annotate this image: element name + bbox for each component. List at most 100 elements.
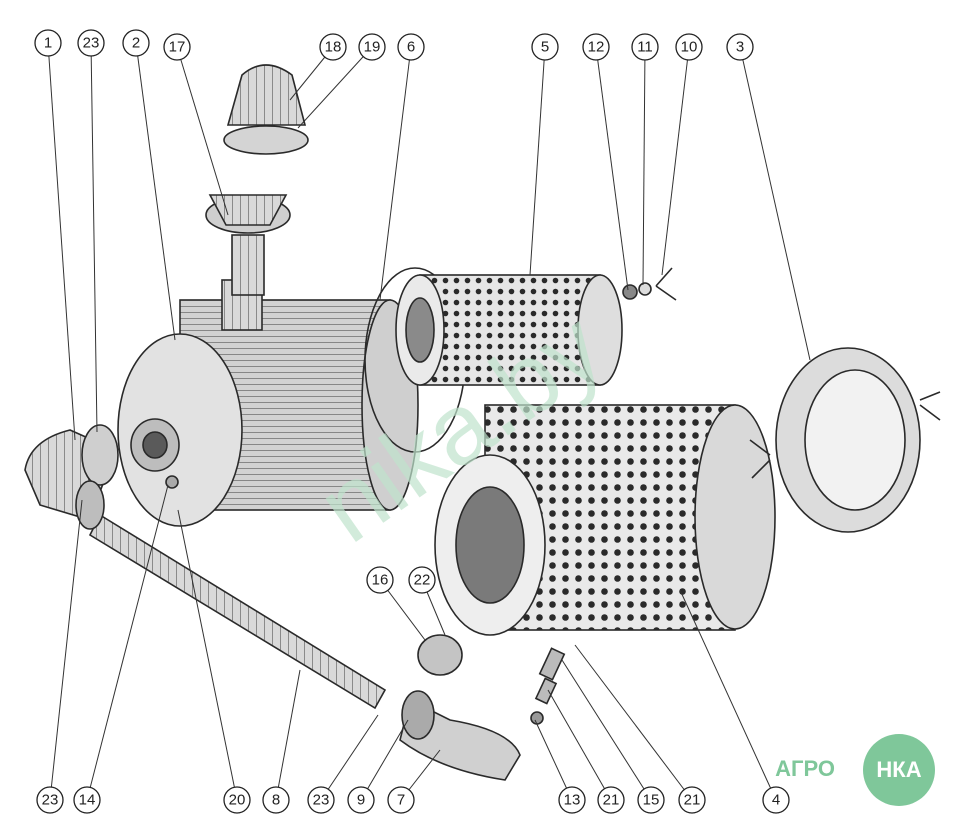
callout-5: 5 (531, 33, 559, 61)
callout-number: 18 (325, 39, 342, 56)
callout-number: 20 (229, 792, 246, 809)
callout-22: 22 (408, 566, 436, 594)
callout-circle (366, 566, 394, 594)
callout-circle (262, 786, 290, 814)
callout-circle (223, 786, 251, 814)
callout-number: 7 (397, 792, 405, 809)
leader-lines (47, 42, 811, 801)
suction-hose-assembly (24, 424, 521, 781)
leader-line (49, 499, 83, 801)
wing-nut-assembly (622, 267, 677, 301)
callout-circle (597, 786, 625, 814)
cover (749, 347, 941, 533)
callout-number: 6 (407, 39, 415, 56)
callout-circle (397, 33, 425, 61)
callout-number: 1 (44, 35, 52, 52)
callout-circle (531, 33, 559, 61)
leader-line (529, 46, 546, 276)
leader-line (574, 644, 693, 801)
callout-circle (307, 786, 335, 814)
leader-line (176, 46, 229, 216)
callout-number: 2 (132, 35, 140, 52)
callout-18: 18 (319, 33, 347, 61)
callout-number: 22 (414, 572, 431, 589)
callout-number: 9 (357, 792, 365, 809)
outer-filter-element (434, 404, 776, 636)
agronika-logo: АГРО НКА (775, 734, 935, 806)
callout-6: 6 (397, 33, 425, 61)
callout-14: 14 (73, 786, 101, 814)
callout-23: 23 (77, 29, 105, 57)
callout-number: 21 (603, 792, 620, 809)
callout-23: 23 (36, 786, 64, 814)
callout-circle (558, 786, 586, 814)
callout-1: 1 (34, 29, 62, 57)
logo-left-text: АГРО (775, 756, 835, 781)
leader-line (177, 509, 238, 801)
callout-number: 23 (313, 792, 330, 809)
callout-2: 2 (122, 29, 150, 57)
leader-line (642, 46, 646, 286)
callout-circle (36, 786, 64, 814)
callout-12: 12 (582, 33, 610, 61)
callout-8: 8 (262, 786, 290, 814)
callout-circle (637, 786, 665, 814)
callout-10: 10 (675, 33, 703, 61)
leader-line (86, 484, 169, 801)
callout-number: 10 (681, 39, 698, 56)
leader-line (275, 669, 301, 801)
leader-line (661, 46, 690, 276)
callout-circle (726, 33, 754, 61)
callout-15: 15 (637, 786, 665, 814)
callout-circle (73, 786, 101, 814)
callout-number: 21 (684, 792, 701, 809)
callout-circle (408, 566, 436, 594)
callout-number: 15 (643, 792, 660, 809)
callout-21: 21 (678, 786, 706, 814)
callout-23: 23 (307, 786, 335, 814)
leader-line (679, 589, 777, 801)
callout-16: 16 (366, 566, 394, 594)
callout-circle (678, 786, 706, 814)
cap (223, 64, 309, 155)
callout-circle (675, 33, 703, 61)
leader-line (360, 719, 409, 801)
callout-17: 17 (163, 33, 191, 61)
leader-line (297, 46, 373, 129)
callout-circle (358, 33, 386, 61)
callout-circle (387, 786, 415, 814)
callout-7: 7 (387, 786, 415, 814)
callout-number: 4 (772, 792, 780, 809)
callout-4: 4 (762, 786, 790, 814)
callout-circle (122, 29, 150, 57)
callout-19: 19 (358, 33, 386, 61)
callout-13: 13 (558, 786, 586, 814)
callout-circle (631, 33, 659, 61)
callout-circle (77, 29, 105, 57)
callout-number: 13 (564, 792, 581, 809)
callout-number: 19 (364, 39, 381, 56)
callout-circle (163, 33, 191, 61)
leader-line (135, 42, 176, 341)
callout-circle (762, 786, 790, 814)
callout-labels: 1 23 2 17 18 19 6 5 12 11 10 3 23 14 20 8 23 9 7 13 21 15 21 4 1… (34, 29, 790, 814)
logo-right-text: НКА (876, 757, 921, 782)
leader-line (561, 659, 652, 801)
callout-number: 14 (79, 792, 96, 809)
callout-number: 11 (637, 39, 653, 56)
callout-number: 5 (541, 39, 549, 56)
callout-9: 9 (347, 786, 375, 814)
callout-circle (34, 29, 62, 57)
callout-number: 16 (372, 572, 389, 589)
callout-20: 20 (223, 786, 251, 814)
leader-line (739, 46, 811, 361)
callout-3: 3 (726, 33, 754, 61)
leader-line (90, 42, 98, 433)
leader-line (547, 689, 612, 801)
callout-21: 21 (597, 786, 625, 814)
leader-line (595, 46, 629, 291)
callout-circle (347, 786, 375, 814)
leader-line (47, 42, 76, 441)
callout-number: 3 (736, 39, 744, 56)
